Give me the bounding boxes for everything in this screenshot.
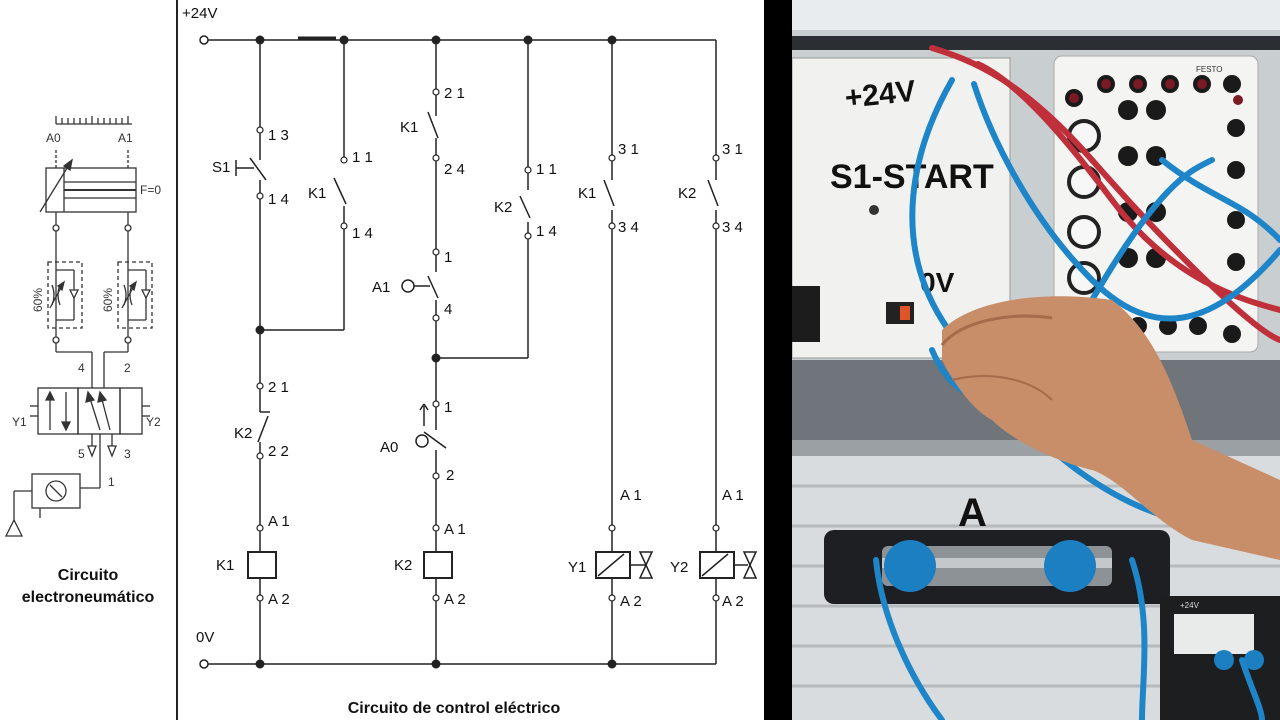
- y2-label: Y2: [670, 559, 688, 576]
- s1-term-14: 1 4: [268, 191, 289, 208]
- y2-a2: A 2: [722, 593, 744, 610]
- k2-y2-contact: [707, 179, 719, 207]
- k2-nc-term-22: 2 2: [268, 443, 289, 460]
- a1-term-1: 1: [444, 249, 452, 266]
- k1-y1-term-31: 3 1: [618, 141, 639, 158]
- supply-negative-label: 0V: [196, 629, 214, 646]
- k2-coil-label: K2: [394, 557, 412, 574]
- hand-photo: [940, 296, 1280, 560]
- pneumatic-circuit-panel: A0 A1 F=0 60% 60% 4 2 5 3 1 Y1 Y2 Circui…: [0, 0, 176, 720]
- a0-term-1: 1: [444, 399, 452, 416]
- module-brand: FESTO: [1196, 65, 1223, 74]
- a0-limit-label: A0: [380, 439, 398, 456]
- port-1-label: 1: [108, 475, 115, 489]
- k2-nc-contact: [257, 415, 269, 443]
- k2-hold-label: K2: [494, 199, 512, 216]
- k2-hold-contact: [519, 195, 531, 219]
- red-sockets: [1069, 79, 1243, 105]
- k2-y2-term-31: 3 1: [722, 141, 743, 158]
- cyl-a1-label: A1: [118, 131, 133, 145]
- y1-a1: A 1: [620, 487, 642, 504]
- pneumatic-caption-line1: Circuito: [57, 567, 119, 584]
- bench-photo: +24V S1-START 0V FESTO: [792, 0, 1280, 720]
- port-5-label: 5: [78, 447, 85, 461]
- k1-y1-term-34: 3 4: [618, 219, 639, 236]
- k2-nc-term-21: 2 1: [268, 379, 289, 396]
- supply-positive-label: +24V: [182, 5, 217, 22]
- k2-hold-term-11: 1 1: [536, 161, 557, 178]
- s1-term-13: 1 3: [268, 127, 289, 144]
- pneumatic-diagram: A0 A1 F=0 60% 60% 4 2 5 3 1 Y1 Y2: [4, 116, 161, 537]
- k1-y1-label: K1: [578, 185, 596, 202]
- k1-coil-a2: A 2: [268, 591, 290, 608]
- bench-photo-drawing: +24V S1-START 0V FESTO: [792, 0, 1280, 720]
- a0-limit-contact: [423, 431, 447, 449]
- solenoid-y2-label: Y2: [146, 415, 161, 429]
- k1-nc-term-21: 2 1: [444, 85, 465, 102]
- air-source-icon: [4, 518, 24, 537]
- port-3-label: 3: [124, 447, 131, 461]
- flow-valve-left: [47, 261, 83, 329]
- k1-nc-contact: [427, 111, 439, 139]
- dark-separator: [764, 0, 792, 720]
- flow-valve-right: [117, 261, 153, 329]
- k1-coil-label: K1: [216, 557, 234, 574]
- electric-caption: Circuito de control eléctrico: [347, 700, 561, 717]
- pneumatic-caption: Circuito electroneumático: [0, 565, 176, 609]
- a1-limit-contact: [427, 275, 439, 299]
- k2-coil-a2: A 2: [444, 591, 466, 608]
- k1-hold-label: K1: [308, 185, 326, 202]
- y2-a1: A 1: [722, 487, 744, 504]
- valve-module-24v: +24V: [1180, 601, 1200, 610]
- electric-circuit-panel: +24V 0V 1 3 S1 1 4 1 1 K1 1 4 2 1 K2 2 2…: [178, 0, 764, 720]
- k2-y2-term-34: 3 4: [722, 219, 743, 236]
- k1-y1-contact: [603, 179, 615, 207]
- solenoid-y1-label: Y1: [12, 415, 27, 429]
- k2-hold-term-14: 1 4: [536, 223, 557, 240]
- power-switch-icon: [900, 306, 910, 320]
- photo-label-a: A: [958, 491, 987, 535]
- port-4-label: 4: [78, 361, 85, 375]
- y1-label: Y1: [568, 559, 586, 576]
- panel-divider: [176, 0, 178, 720]
- k1-nc-term-24: 2 4: [444, 161, 465, 178]
- ruler-ticks: [55, 116, 129, 124]
- a0-term-2: 2: [446, 467, 454, 484]
- photo-label-24v: +24V: [843, 75, 917, 115]
- k1-coil: [247, 551, 277, 579]
- k2-coil: [423, 551, 453, 579]
- k2-y2-label: K2: [678, 185, 696, 202]
- force-label: F=0: [140, 183, 161, 197]
- flow-left-label: 60%: [31, 288, 45, 312]
- y1-a2: A 2: [620, 593, 642, 610]
- flow-right-label: 60%: [101, 288, 115, 312]
- directional-valve-left: [37, 387, 79, 435]
- s1-contact: [249, 157, 267, 181]
- k1-hold-term-11: 1 1: [352, 149, 373, 166]
- k1-coil-a1: A 1: [268, 513, 290, 530]
- a1-term-4: 4: [444, 301, 452, 318]
- a1-limit-label: A1: [372, 279, 390, 296]
- k1-nc-label: K1: [400, 119, 418, 136]
- k1-hold-term-14: 1 4: [352, 225, 373, 242]
- electric-diagram: +24V 0V 1 3 S1 1 4 1 1 K1 1 4 2 1 K2 2 2…: [182, 5, 758, 669]
- k1-hold-contact: [333, 177, 347, 205]
- s1-label: S1: [212, 159, 230, 176]
- k2-coil-a1: A 1: [444, 521, 466, 538]
- k2-nc-label: K2: [234, 425, 252, 442]
- junction-dots: [255, 35, 617, 669]
- cyl-a0-label: A0: [46, 131, 61, 145]
- port-2-label: 2: [124, 361, 131, 375]
- pneumatic-caption-line2: electroneumático: [21, 589, 155, 606]
